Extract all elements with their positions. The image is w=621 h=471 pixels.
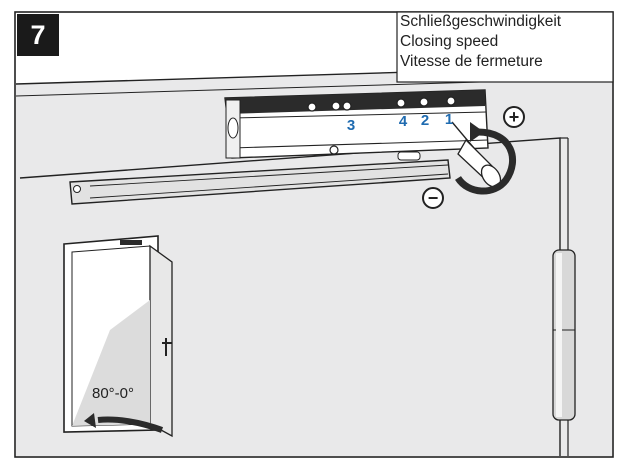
valve-label-3: 3	[347, 117, 355, 134]
plus-icon: +	[503, 106, 525, 128]
valve-screws	[307, 96, 456, 155]
caption-line-english: Closing speed	[400, 33, 499, 50]
valve-label-2: 2	[421, 112, 429, 129]
door-illustration	[63, 235, 173, 438]
valve-label-1: 1	[445, 111, 453, 128]
door-closer-body	[224, 89, 489, 159]
caption-box	[396, 11, 614, 83]
minus-symbol: −	[428, 188, 439, 208]
plus-symbol: +	[509, 107, 520, 127]
screwdriver	[451, 121, 502, 188]
caption-text: Schließgeschwindigkeit Closing speed Vit…	[400, 12, 610, 72]
caption-line-german: Schließgeschwindigkeit	[400, 13, 562, 30]
slide-rail-arm	[69, 151, 451, 205]
valve-label-4: 4	[399, 113, 408, 130]
rotation-arrow-icon	[455, 122, 517, 195]
door-angle-label: 80°-0°	[92, 385, 134, 402]
minus-icon: −	[422, 187, 444, 209]
caption-line-french: Vitesse de fermeture	[400, 53, 543, 70]
hinge	[552, 249, 576, 421]
step-number-badge: 7	[17, 14, 59, 56]
